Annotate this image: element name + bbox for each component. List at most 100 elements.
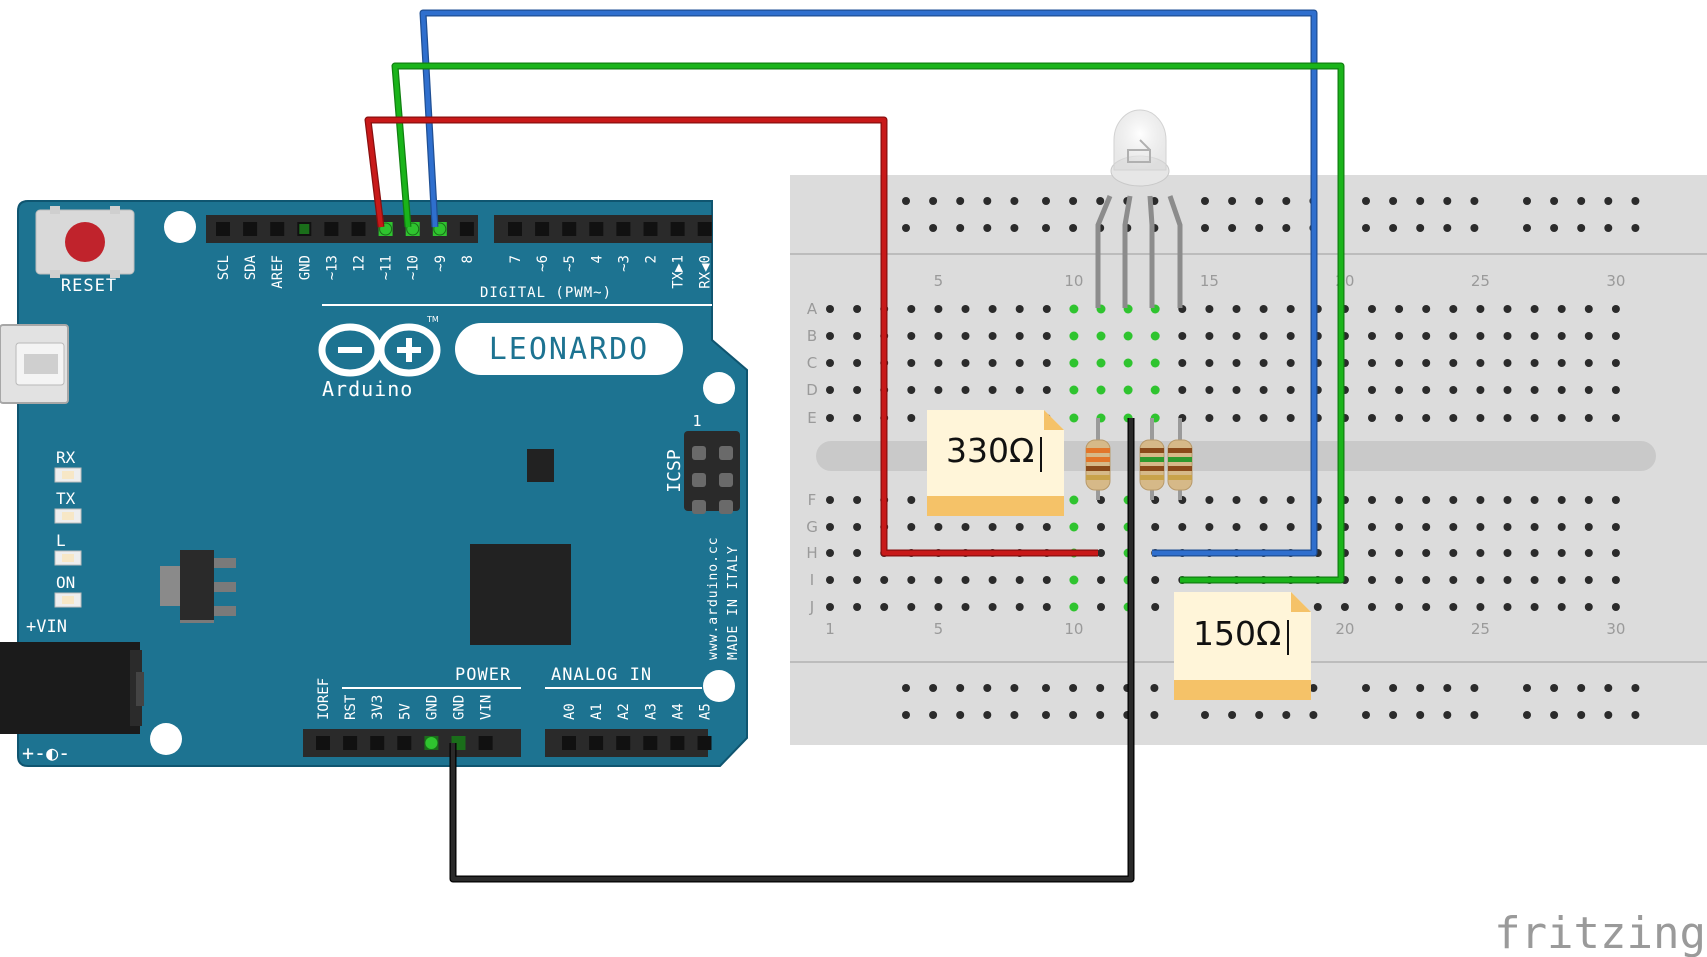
breadboard-hole[interactable] [880,603,889,611]
rail-hole[interactable] [902,224,910,232]
breadboard-hole[interactable] [1530,496,1539,504]
breadboard-hole[interactable] [1584,576,1593,584]
breadboard-hole[interactable] [1015,523,1024,531]
breadboard-hole[interactable] [1042,576,1051,584]
rail-hole[interactable] [1523,711,1531,719]
breadboard-hole[interactable] [1395,496,1404,504]
breadboard-hole[interactable] [1286,332,1295,340]
rail-hole[interactable] [1069,197,1078,205]
rail-hole[interactable] [1604,684,1613,692]
header-socket[interactable] [370,736,385,750]
breadboard-hole[interactable] [1042,359,1051,367]
breadboard-hole[interactable] [1422,496,1431,504]
breadboard-hole[interactable] [1097,603,1105,611]
rail-hole[interactable] [1470,684,1479,692]
breadboard-hole[interactable] [1503,386,1512,394]
breadboard-hole[interactable] [1476,332,1485,340]
breadboard-hole[interactable] [1557,576,1566,584]
rail-hole[interactable] [1228,197,1237,205]
breadboard-hole[interactable] [1449,523,1458,531]
breadboard-hole[interactable] [988,359,997,367]
breadboard-hole[interactable] [1178,523,1187,531]
breadboard-hole[interactable] [1422,359,1431,367]
breadboard-hole[interactable] [1395,359,1404,367]
rail-hole[interactable] [929,224,938,232]
breadboard-hole[interactable] [1503,576,1512,584]
breadboard-hole[interactable] [1476,549,1485,557]
breadboard-hole[interactable] [853,523,862,531]
usb-port[interactable] [0,324,69,404]
breadboard-hole[interactable] [1178,386,1187,394]
rail-hole[interactable] [929,711,938,719]
breadboard-hole[interactable] [1449,359,1458,367]
breadboard-hole[interactable] [1015,359,1024,367]
breadboard-hole[interactable] [934,576,943,584]
breadboard-hole[interactable] [1422,414,1431,422]
rail-hole[interactable] [1604,224,1613,232]
breadboard-hole[interactable] [1097,523,1105,531]
rail-hole[interactable] [1096,711,1105,719]
breadboard-hole[interactable] [1205,496,1214,504]
breadboard-hole[interactable] [853,496,862,504]
breadboard-hole[interactable] [1557,359,1566,367]
rail-hole[interactable] [983,197,992,205]
breadboard-hole[interactable] [1042,332,1051,340]
breadboard-hole[interactable] [1205,332,1214,340]
breadboard-hole[interactable] [1422,603,1431,611]
breadboard-hole[interactable] [934,332,943,340]
breadboard-hole[interactable] [1476,603,1485,611]
breadboard-hole[interactable] [1069,331,1079,341]
rail-hole[interactable] [1010,711,1019,719]
breadboard-hole[interactable] [907,496,916,504]
header-socket[interactable] [508,222,522,236]
breadboard-hole[interactable] [1503,496,1512,504]
breadboard-hole[interactable] [1422,523,1431,531]
breadboard-hole[interactable] [934,603,943,611]
breadboard-hole[interactable] [826,386,834,394]
breadboard-hole[interactable] [1178,359,1187,367]
breadboard-hole[interactable] [1584,359,1593,367]
rail-hole[interactable] [1631,197,1640,205]
rail-hole[interactable] [1255,711,1264,719]
breadboard-hole[interactable] [1096,331,1106,341]
breadboard-hole[interactable] [1123,331,1133,341]
breadboard-hole[interactable] [988,523,997,531]
breadboard-hole[interactable] [1096,385,1106,395]
resistor-150[interactable] [1167,418,1193,500]
rail-hole[interactable] [1042,684,1050,692]
breadboard-hole[interactable] [1123,358,1133,368]
power-jack[interactable] [0,642,144,734]
header-socket[interactable] [343,736,358,750]
rail-hole[interactable] [1228,224,1237,232]
header-socket[interactable] [616,736,631,750]
resistor-330[interactable] [1085,418,1111,500]
rail-hole[interactable] [1010,197,1019,205]
breadboard-hole[interactable] [1232,386,1241,394]
breadboard-hole[interactable] [1205,359,1214,367]
breadboard-hole[interactable] [1150,358,1160,368]
breadboard-hole[interactable] [1368,496,1376,504]
breadboard-hole[interactable] [826,576,834,584]
breadboard-hole[interactable] [853,332,862,340]
rail-hole[interactable] [956,711,965,719]
breadboard-hole[interactable] [1476,523,1485,531]
breadboard-hole[interactable] [826,496,834,504]
breadboard-hole[interactable] [1395,305,1404,313]
breadboard-hole[interactable] [1611,496,1620,504]
breadboard-hole[interactable] [1151,603,1160,611]
breadboard-hole[interactable] [1232,523,1241,531]
rail-hole[interactable] [1282,711,1291,719]
breadboard-hole[interactable] [1557,332,1566,340]
breadboard-hole[interactable] [1340,603,1349,611]
breadboard-hole[interactable] [907,523,916,531]
rail-hole[interactable] [929,197,938,205]
breadboard-hole[interactable] [1097,576,1105,584]
breadboard-hole[interactable] [1449,305,1458,313]
rail-hole[interactable] [1550,711,1559,719]
breadboard-hole[interactable] [1368,386,1376,394]
breadboard-hole[interactable] [1395,386,1404,394]
breadboard-hole[interactable] [1368,603,1376,611]
breadboard-hole[interactable] [1503,523,1512,531]
header-socket[interactable] [616,222,631,236]
breadboard-hole[interactable] [1530,576,1539,584]
